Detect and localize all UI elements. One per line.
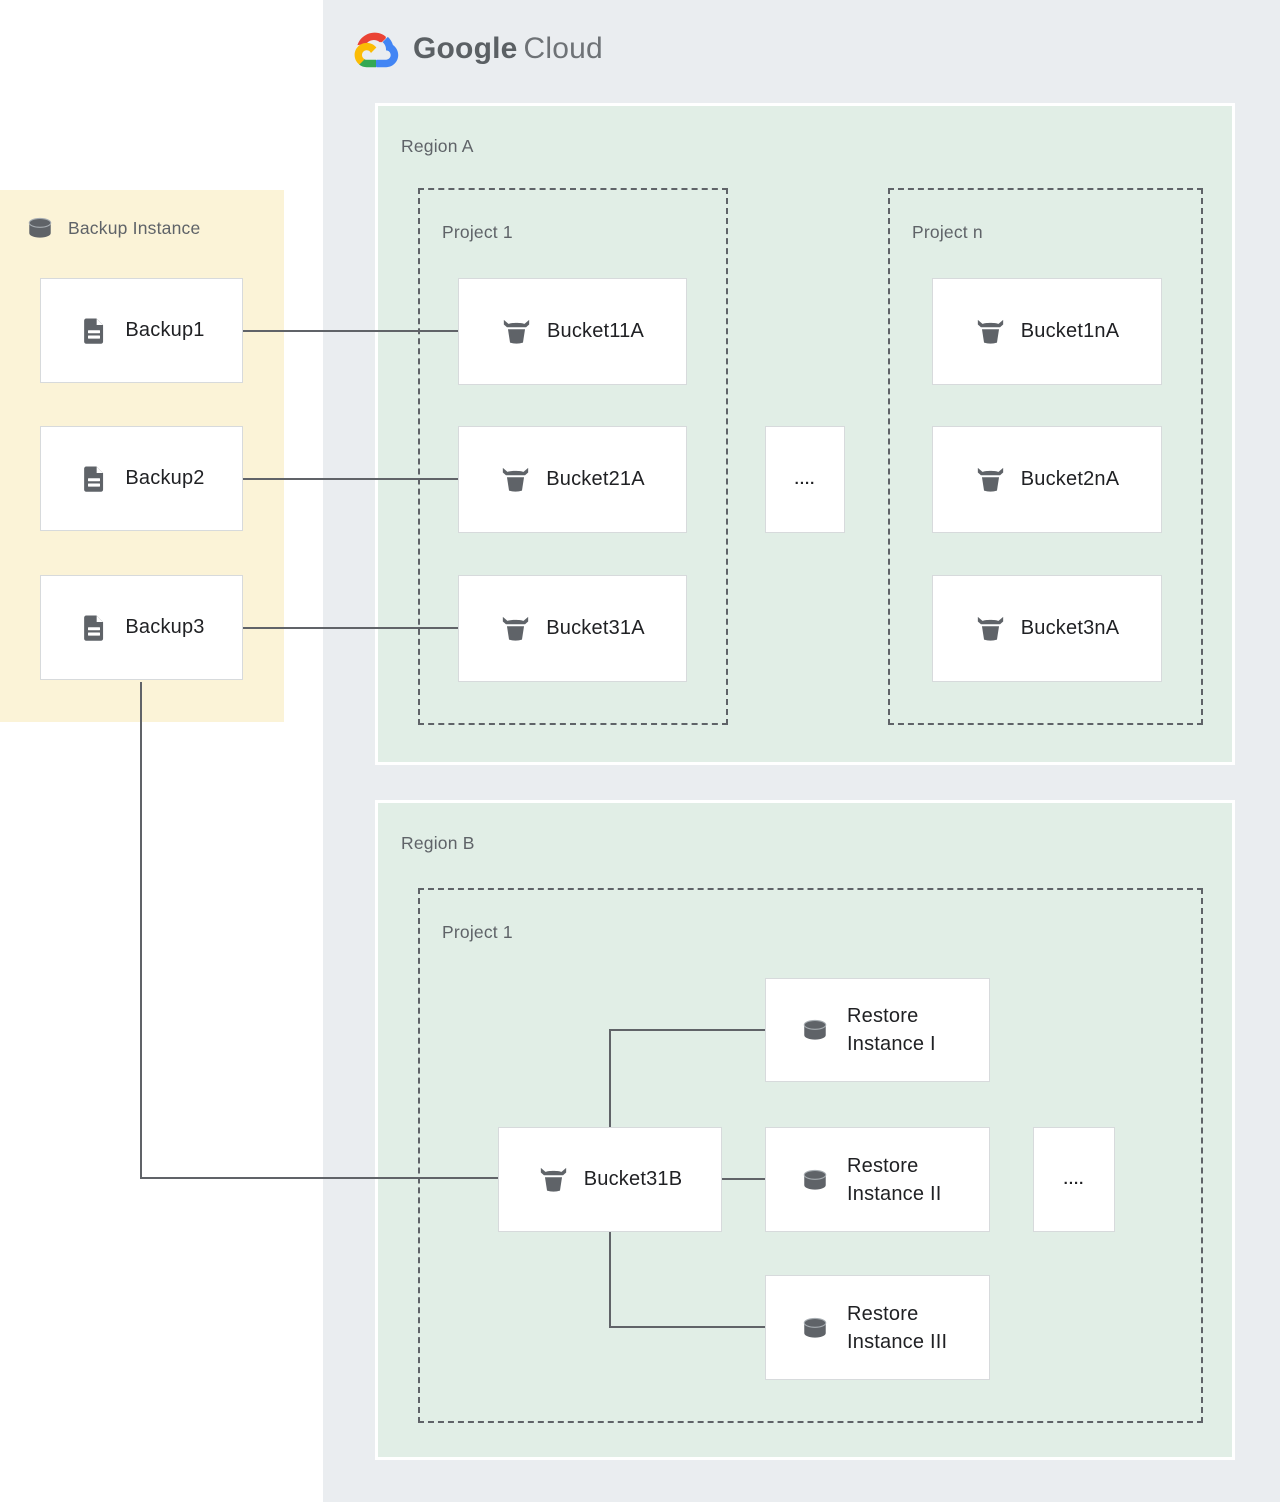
ellipsis-label: ....: [1063, 1171, 1085, 1188]
database-icon: [798, 1016, 832, 1044]
bucket31a-node: Bucket31A: [458, 575, 687, 682]
backup3-node: Backup3: [40, 575, 243, 680]
restore-instance-2-label: Restore Instance II: [847, 1154, 942, 1205]
bucket2na-label: Bucket2nA: [1020, 468, 1120, 490]
region-a-project-n: Project n: [888, 188, 1203, 725]
region-a-project-1-label: Project 1: [442, 222, 513, 242]
bucket31b-label: Bucket31B: [583, 1168, 683, 1190]
restore-instance-1-label: Restore Instance I: [847, 1005, 936, 1055]
bucket31b-node: Bucket31B: [498, 1127, 722, 1232]
restore-instance-3-node: Restore Instance III: [765, 1275, 990, 1380]
connector-backup3-bucket31b-horizontal: [140, 1177, 498, 1179]
bucket-icon: [975, 316, 1006, 347]
file-icon: [78, 463, 110, 495]
file-icon: [78, 612, 110, 644]
backup2-node: Backup2: [40, 426, 243, 531]
connector-backup2-bucket21a: [243, 478, 458, 480]
region-b-project-1-label: Project 1: [442, 922, 513, 942]
connector-bucket31b-restore1-vertical: [609, 1030, 611, 1127]
connector-bucket31b-restore2: [722, 1178, 765, 1180]
region-a-ellipsis-node: ....: [765, 426, 845, 533]
backup2-label: Backup2: [125, 467, 205, 489]
bucket2na-node: Bucket2nA: [932, 426, 1162, 533]
connector-backup1-bucket11a: [243, 330, 458, 332]
restore-instance-2-node: Restore Instance II: [765, 1127, 990, 1232]
backup1-label: Backup1: [125, 319, 205, 341]
bucket-icon: [538, 1164, 569, 1195]
logo-word-cloud: Cloud: [523, 32, 603, 65]
logo-word-google: Google: [413, 32, 518, 65]
region-a-label: Region A: [401, 136, 474, 156]
connector-bucket31b-restore3-vertical: [609, 1232, 611, 1328]
region-b-ellipsis-node: ....: [1033, 1127, 1115, 1232]
bucket3na-label: Bucket3nA: [1020, 617, 1120, 639]
bucket21a-node: Bucket21A: [458, 426, 687, 533]
ellipsis-label: ....: [794, 471, 816, 488]
database-icon: [798, 1314, 832, 1342]
backup1-node: Backup1: [40, 278, 243, 383]
restore-instance-3-label: Restore Instance III: [847, 1302, 948, 1353]
bucket-icon: [500, 613, 531, 644]
region-a-project-1: Project 1: [418, 188, 728, 725]
region-b-label: Region B: [401, 833, 475, 853]
connector-bucket31b-restore1-horizontal: [609, 1029, 765, 1031]
file-icon: [78, 315, 110, 347]
bucket-icon: [500, 464, 531, 495]
backup-instance-header: Backup Instance: [22, 214, 200, 242]
bucket1na-node: Bucket1nA: [932, 278, 1162, 385]
bucket-icon: [975, 613, 1006, 644]
backup3-label: Backup3: [125, 616, 205, 638]
bucket1na-label: Bucket1nA: [1020, 320, 1120, 342]
region-b-project-1: Project 1: [418, 888, 1203, 1423]
database-icon: [798, 1166, 832, 1194]
bucket11a-node: Bucket11A: [458, 278, 687, 385]
bucket11a-label: Bucket11A: [546, 320, 645, 342]
connector-bucket31b-restore3-horizontal: [609, 1326, 765, 1328]
bucket-icon: [975, 464, 1006, 495]
connector-backup3-bucket31b-vertical: [140, 682, 142, 1179]
bucket-icon: [501, 316, 532, 347]
google-cloud-icon: [353, 30, 400, 68]
region-a-project-n-label: Project n: [912, 222, 983, 242]
connector-backup3-bucket31a: [243, 627, 458, 629]
restore-instance-1-node: Restore Instance I: [765, 978, 990, 1082]
backup-instance-title: Backup Instance: [68, 217, 201, 238]
bucket31a-label: Bucket31A: [546, 617, 645, 639]
bucket21a-label: Bucket21A: [546, 468, 645, 490]
database-icon: [22, 214, 58, 242]
bucket3na-node: Bucket3nA: [932, 575, 1162, 682]
